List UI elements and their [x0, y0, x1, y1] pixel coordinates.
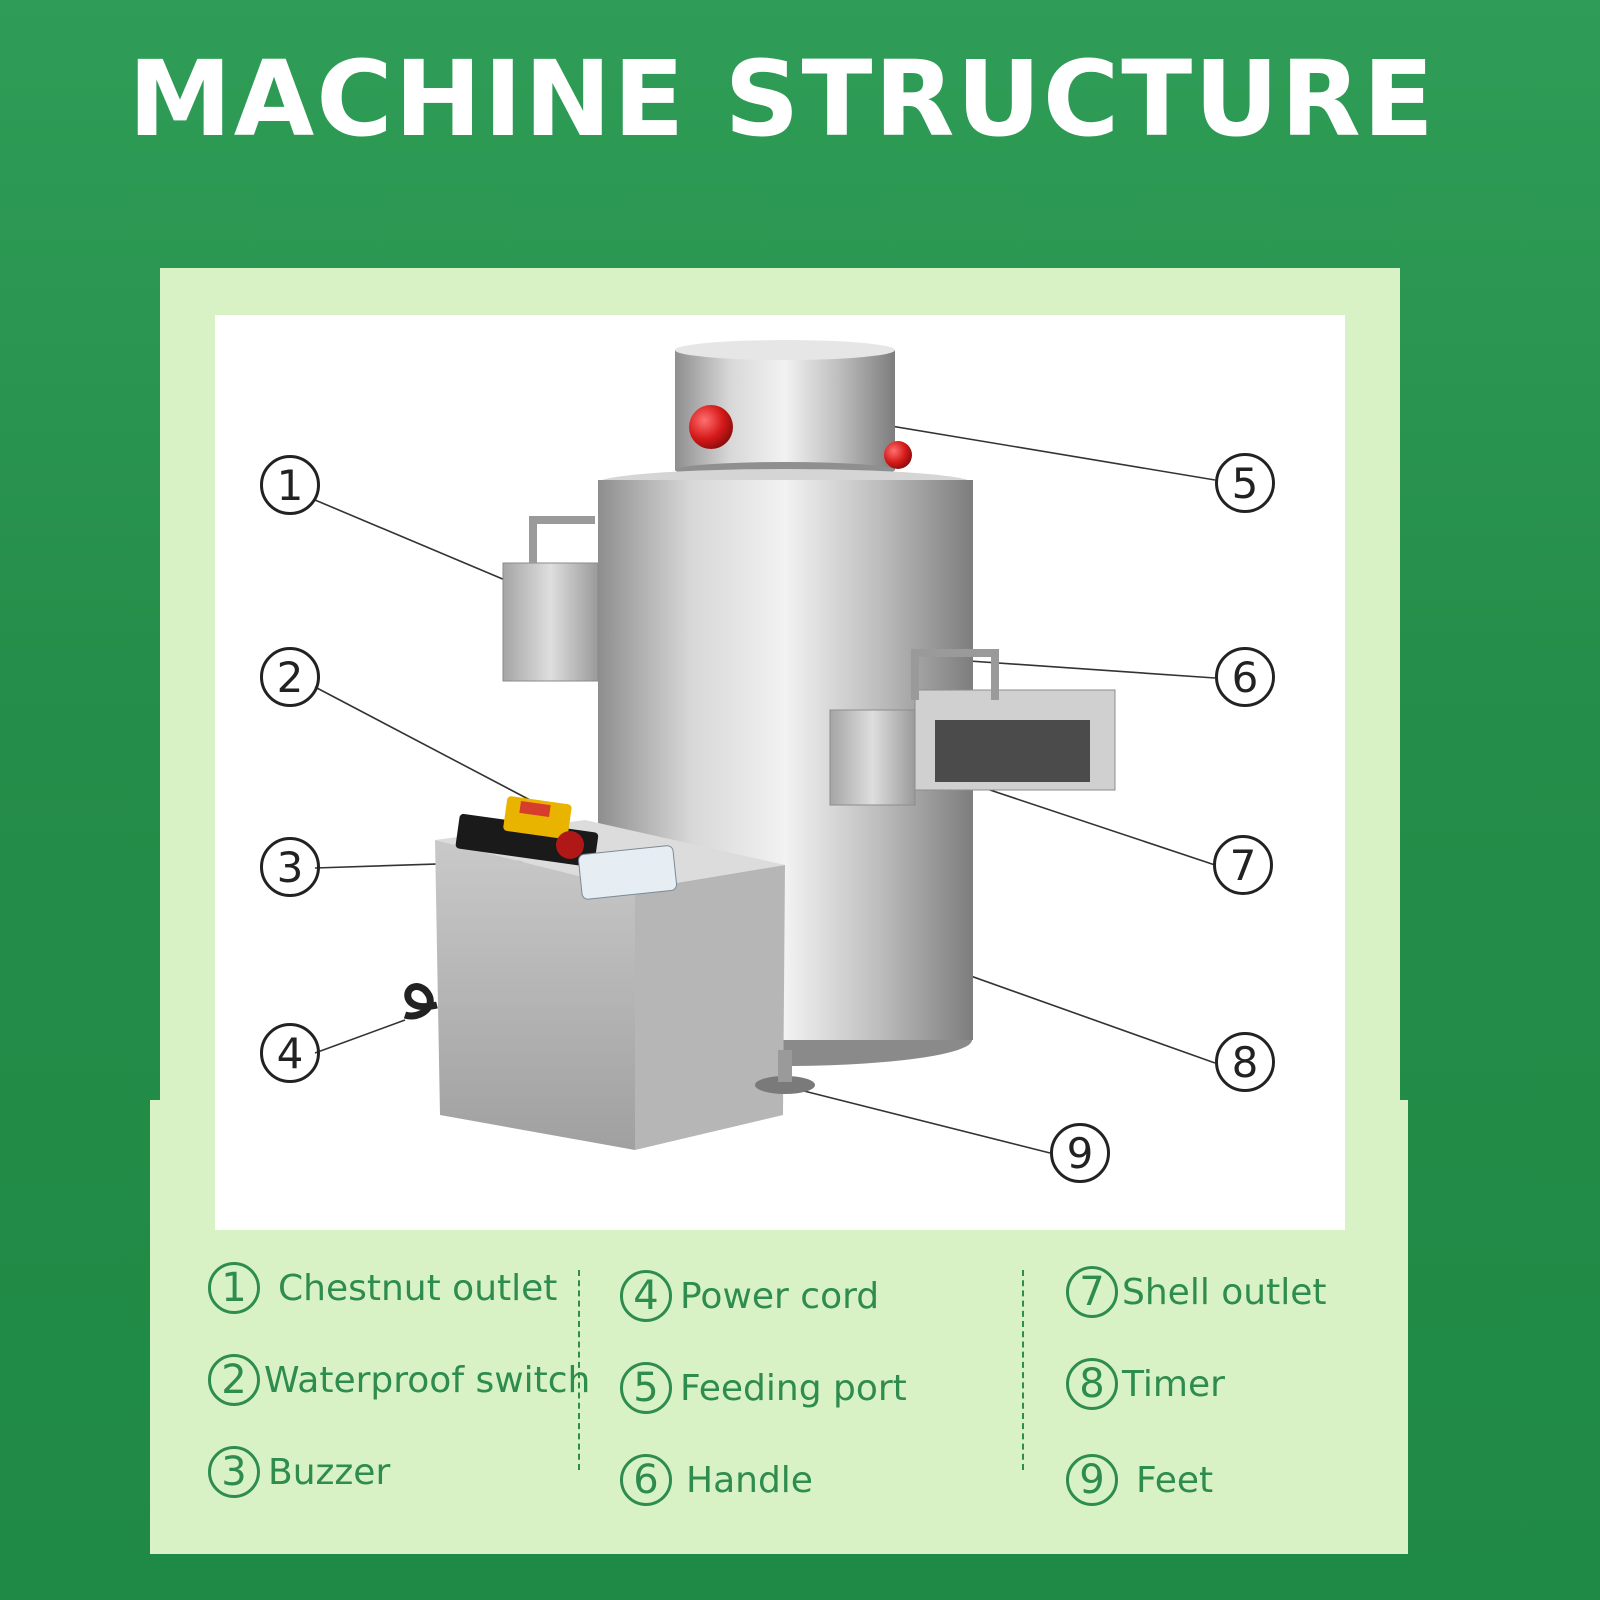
legend-number: 4 [620, 1270, 672, 1322]
foot [755, 1076, 815, 1094]
legend-number: 8 [1066, 1358, 1118, 1410]
legend-label: Buzzer [268, 1451, 391, 1493]
legend-label: Feet [1136, 1459, 1214, 1501]
callout-1: 1 [260, 455, 320, 515]
legend-label: Waterproof switch [264, 1359, 591, 1401]
legend-item-buzzer: 3 Buzzer [208, 1440, 390, 1504]
legend-divider [1022, 1270, 1024, 1470]
red-knob [689, 405, 733, 449]
power-cord [403, 983, 438, 1020]
legend-item-chestnut-outlet: 1 Chestnut outlet [208, 1256, 557, 1320]
machine-drawing [314, 340, 1216, 1154]
callout-9: 9 [1050, 1123, 1110, 1183]
legend-label: Power cord [680, 1275, 880, 1317]
legend-number: 9 [1066, 1454, 1118, 1506]
callout-5: 5 [1215, 453, 1275, 513]
callout-3: 3 [260, 837, 320, 897]
legend-item-timer: 8 Timer [1066, 1352, 1225, 1416]
legend-label: Feeding port [680, 1367, 907, 1409]
legend-item-power-cord: 4 Power cord [620, 1264, 879, 1328]
control-box-front [435, 840, 635, 1150]
legend-number: 6 [620, 1454, 672, 1506]
handle [911, 649, 999, 700]
page-title: MACHINE STRUCTURE [128, 38, 1436, 160]
legend-label: Chestnut outlet [278, 1267, 558, 1309]
legend-divider [578, 1270, 580, 1470]
legend-number: 1 [208, 1262, 260, 1314]
chestnut-outlet [502, 562, 599, 682]
legend-number: 7 [1066, 1266, 1118, 1318]
legend-item-handle: 6 Handle [620, 1448, 813, 1512]
legend-number: 2 [208, 1354, 260, 1406]
callout-7: 7 [1213, 835, 1273, 895]
timer-cover [578, 845, 678, 900]
red-knob [884, 441, 912, 469]
legend-label: Shell outlet [1122, 1271, 1327, 1313]
callout-8: 8 [1215, 1032, 1275, 1092]
buzzer [556, 831, 584, 859]
legend-item-feet: 9 Feet [1066, 1448, 1213, 1512]
callout-6: 6 [1215, 647, 1275, 707]
callout-4: 4 [260, 1023, 320, 1083]
legend-label: Timer [1122, 1363, 1225, 1405]
machine-illustration: 1 2 3 4 5 6 7 8 9 [215, 315, 1345, 1230]
legend-item-feeding-port: 5 Feeding port [620, 1356, 907, 1420]
legend-item-waterproof-switch: 2 Waterproof switch [208, 1348, 590, 1412]
callout-2: 2 [260, 647, 320, 707]
legend-label: Handle [686, 1459, 813, 1501]
legend-number: 5 [620, 1362, 672, 1414]
legend-number: 3 [208, 1446, 260, 1498]
legend-item-shell-outlet: 7 Shell outlet [1066, 1260, 1327, 1324]
